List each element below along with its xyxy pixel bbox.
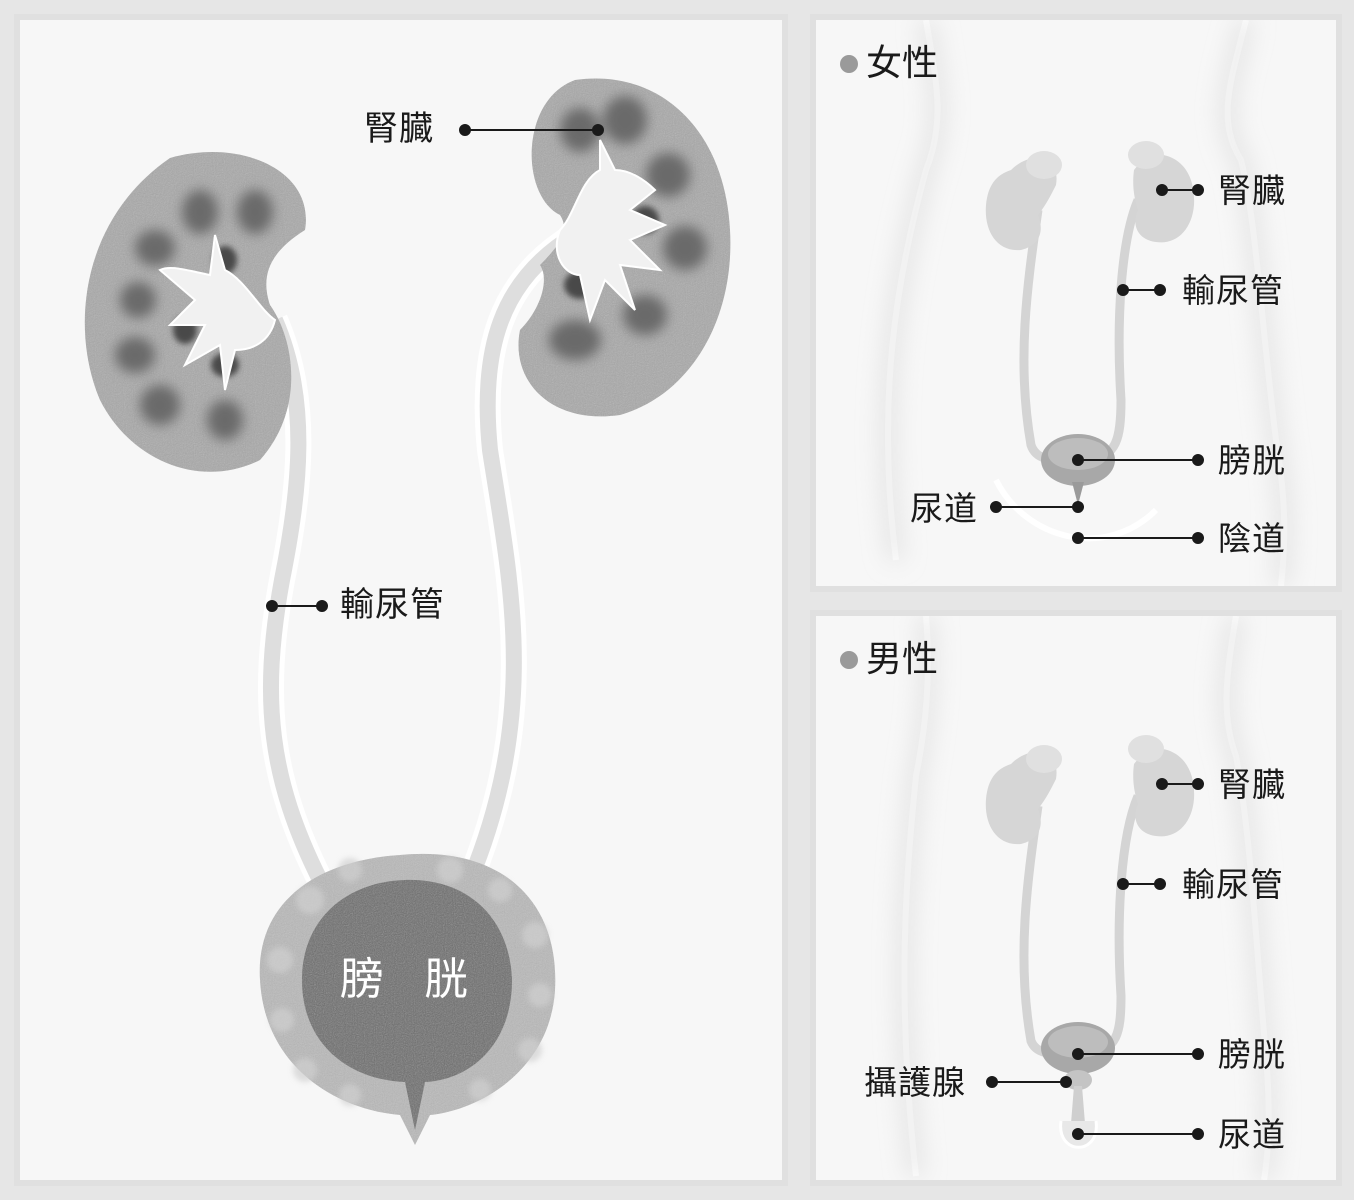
main-leaders bbox=[266, 124, 604, 612]
female-kidney-left bbox=[985, 151, 1062, 251]
main-kidney-label: 腎臓 bbox=[364, 109, 434, 149]
female-title: 女性 bbox=[840, 46, 938, 82]
main-bladder-label-right: 胱 bbox=[424, 954, 468, 1005]
main-ureter-label: 輸尿管 bbox=[340, 585, 445, 625]
male-panel: 男性 腎臓 輸尿管 膀胱 攝護腺 尿道 bbox=[810, 610, 1342, 1186]
male-body-shadow bbox=[899, 616, 1274, 1180]
title-bullet-icon bbox=[840, 55, 858, 73]
male-kidney-right bbox=[1128, 735, 1195, 837]
male-ureters bbox=[1019, 794, 1143, 1059]
main-bladder-label-left: 膀 bbox=[340, 954, 384, 1005]
title-bullet-icon bbox=[840, 651, 858, 669]
bladder-main bbox=[259, 853, 556, 1145]
kidney-right bbox=[518, 78, 731, 417]
female-urethra-label: 尿道 bbox=[910, 489, 978, 528]
female-ureter-label: 輸尿管 bbox=[1182, 271, 1284, 310]
female-bladder bbox=[1041, 434, 1115, 505]
female-bladder-label: 膀胱 bbox=[1218, 441, 1286, 480]
female-diagram bbox=[882, 20, 1290, 586]
ureter-right bbox=[457, 223, 582, 885]
main-urinary-system-panel: 腎臓 輸尿管 膀 胱 bbox=[14, 14, 788, 1186]
kidney-left bbox=[84, 152, 306, 472]
ureter-left bbox=[257, 314, 332, 886]
male-prostate-label: 攝護腺 bbox=[864, 1063, 966, 1102]
male-leaders bbox=[986, 778, 1204, 1140]
female-body-shadow bbox=[882, 20, 1290, 586]
male-title: 男性 bbox=[840, 642, 938, 678]
female-panel: 女性 腎臓 輸尿管 膀胱 尿道 陰道 bbox=[810, 14, 1342, 592]
male-urethra-label: 尿道 bbox=[1218, 1115, 1286, 1154]
main-urinary-diagram bbox=[84, 78, 731, 1145]
male-kidney-label: 腎臓 bbox=[1218, 765, 1286, 804]
female-vagina-label: 陰道 bbox=[1218, 519, 1286, 558]
male-title-text: 男性 bbox=[866, 639, 939, 680]
female-kidney-label: 腎臓 bbox=[1218, 171, 1286, 210]
female-ureters bbox=[1019, 198, 1143, 465]
male-ureter-label: 輸尿管 bbox=[1182, 865, 1284, 904]
male-kidney-left bbox=[985, 745, 1062, 845]
female-kidney-right bbox=[1128, 141, 1195, 243]
male-bladder-label: 膀胱 bbox=[1218, 1035, 1286, 1074]
female-title-text: 女性 bbox=[866, 43, 939, 84]
male-diagram bbox=[899, 616, 1274, 1180]
female-leaders bbox=[990, 184, 1204, 544]
